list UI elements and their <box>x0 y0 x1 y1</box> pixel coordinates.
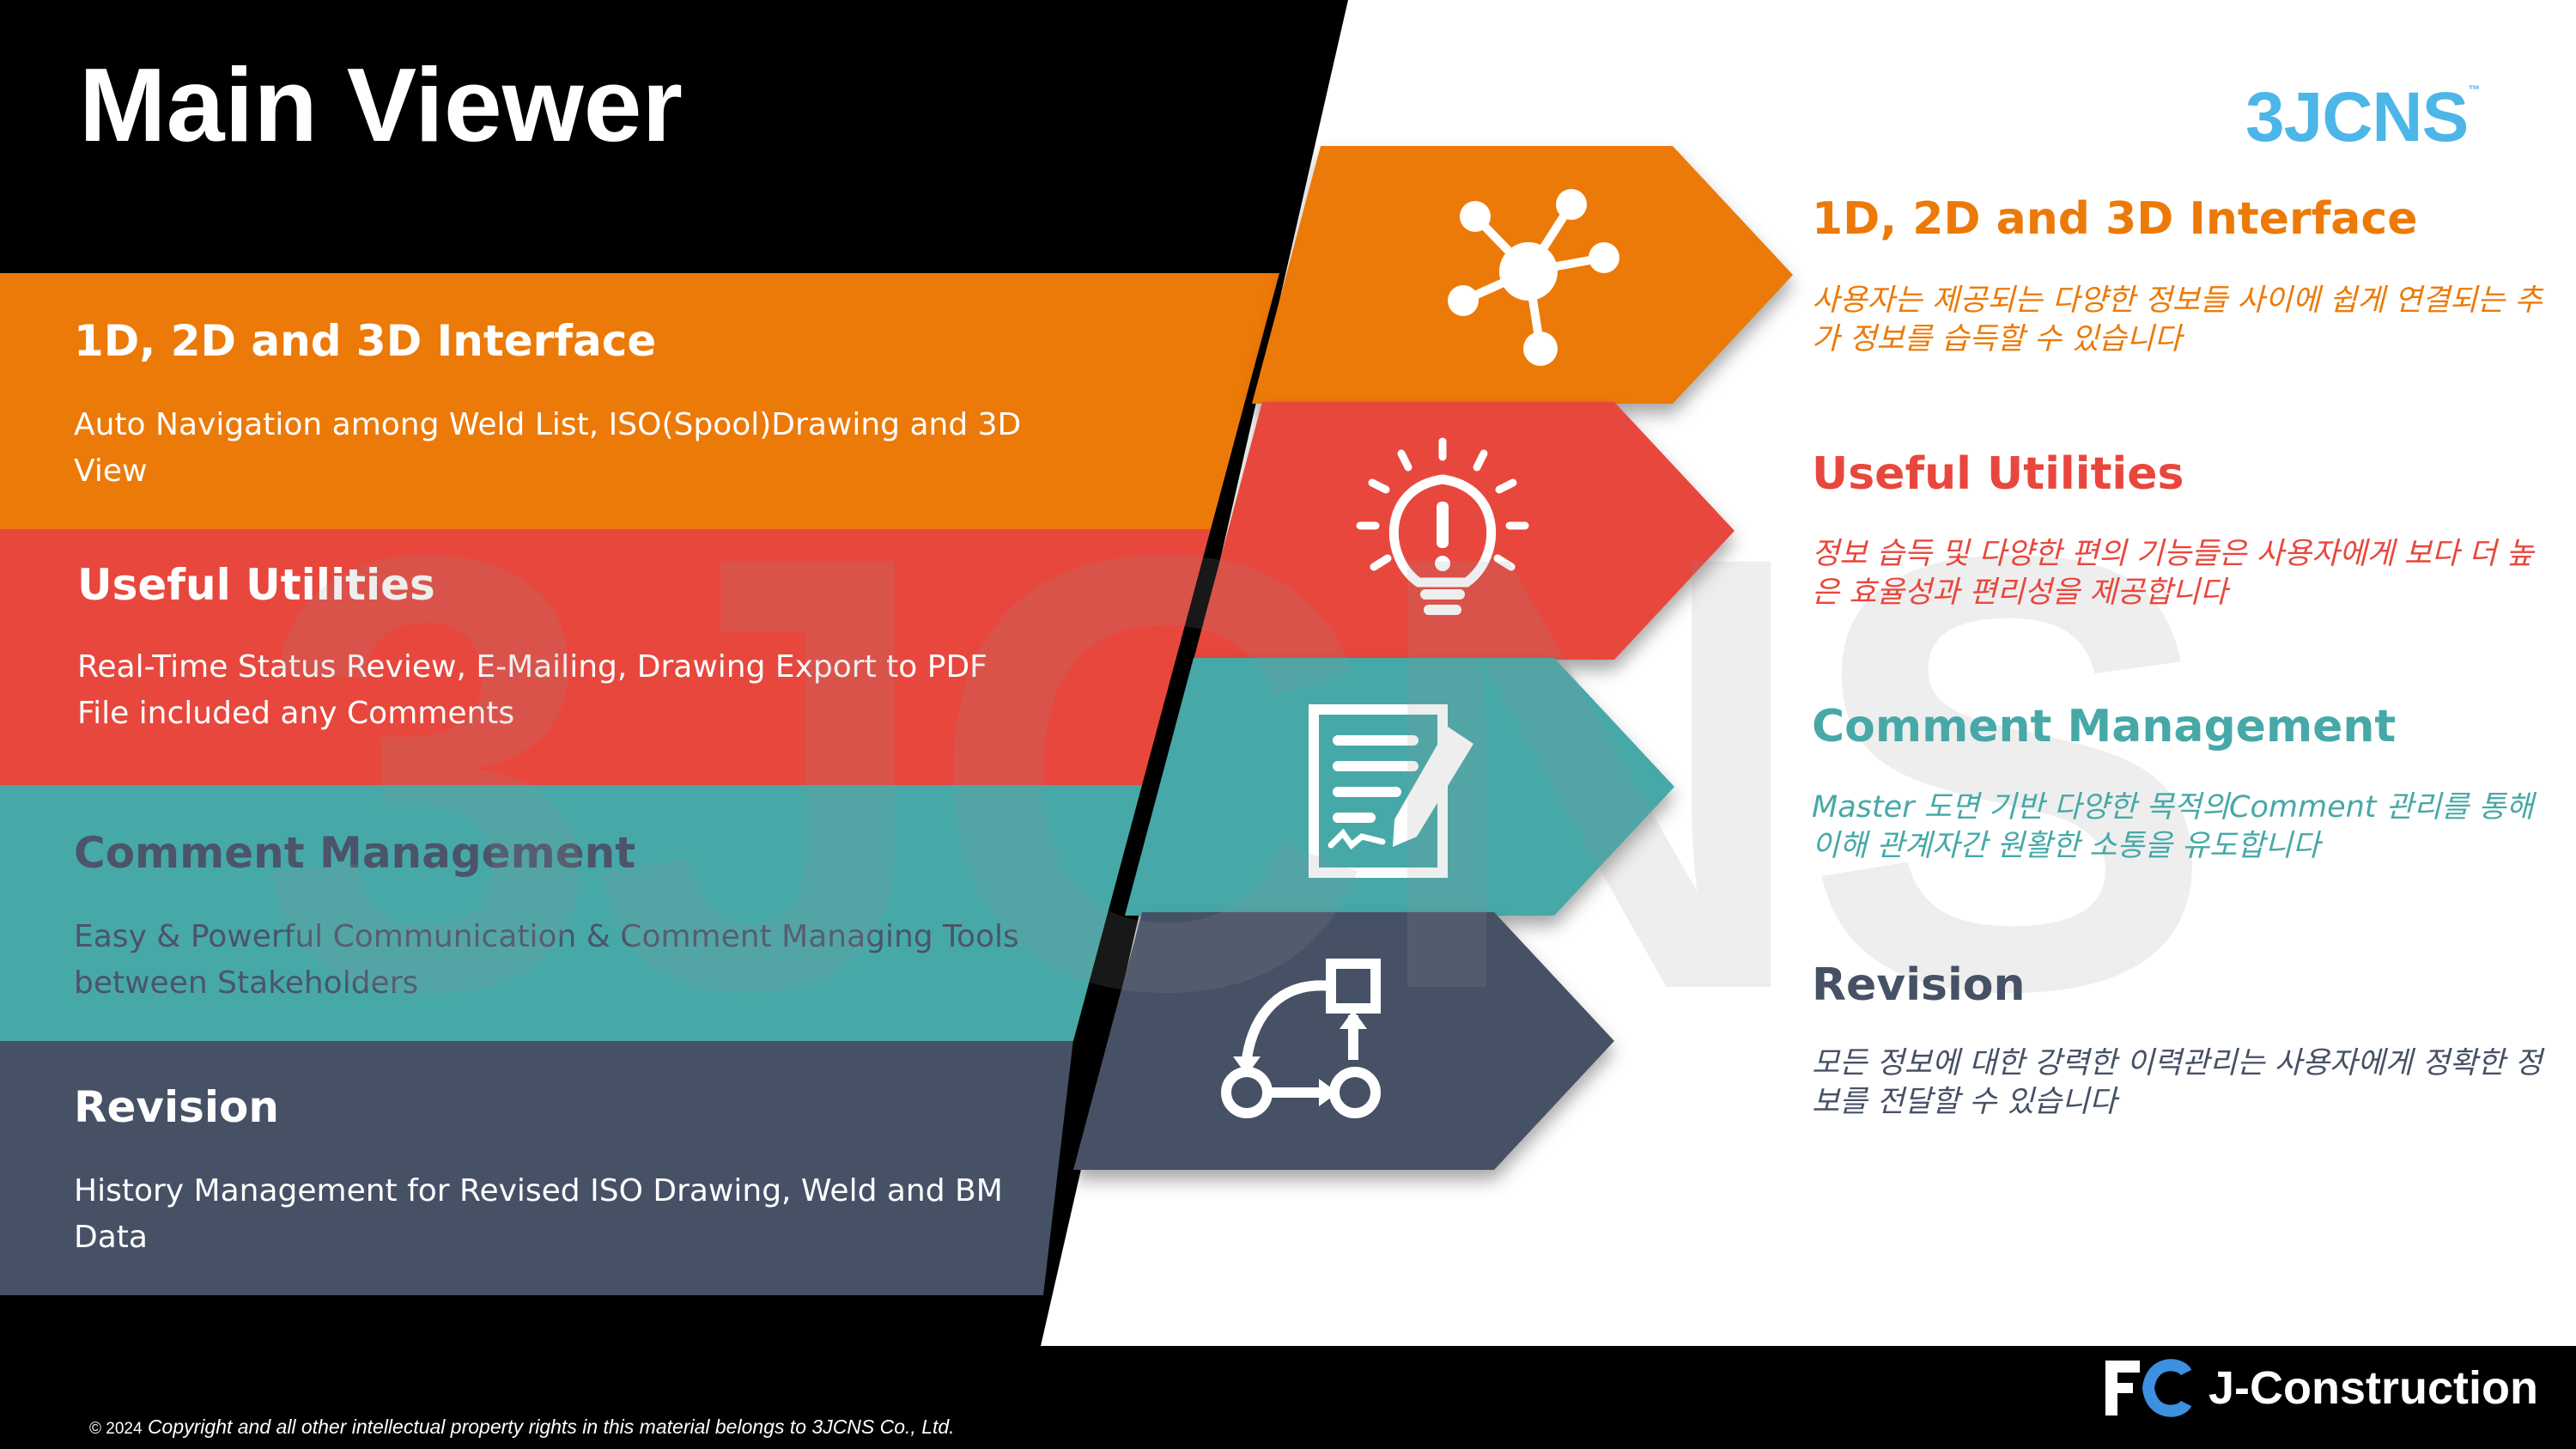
arrow-comment <box>1125 658 1674 916</box>
band-description: History Management for Revised ISO Drawi… <box>74 1173 1003 1255</box>
right-title-comment: Comment Management <box>1812 701 2397 752</box>
arrow-revision <box>1073 912 1614 1170</box>
copyright-year: © 2024 <box>89 1420 143 1438</box>
trademark-mark: ™ <box>2468 82 2480 96</box>
copyright: © 2024 Copyright and all other intellect… <box>89 1416 955 1439</box>
network-icon <box>1448 189 1619 366</box>
document-pen-icon <box>1309 704 1473 878</box>
band-title: 1D, 2D and 3D Interface <box>74 316 657 366</box>
footer-brand: J-Construction <box>2208 1362 2538 1414</box>
band-title: Revision <box>74 1082 279 1132</box>
workflow-icon <box>1221 959 1381 1118</box>
arrow-utilities <box>1194 402 1735 660</box>
fc-logo-icon <box>2105 1359 2191 1417</box>
arrow-interface <box>1252 146 1793 404</box>
feature-band-utilities: Useful Utilities Real-Time Status Review… <box>0 529 1211 785</box>
band-title: Useful Utilities <box>77 560 435 610</box>
brand-logo: 3JCNS™ <box>2245 77 2480 158</box>
right-desc-comment: Master 도면 기반 다양한 목적의Comment 관리를 통해 이해 관계… <box>1812 790 2534 863</box>
lightbulb-icon <box>1356 437 1529 615</box>
feature-band-revision: Revision History Management for Revised … <box>0 1039 1073 1295</box>
brand-logo-text: 3JCNS <box>2245 78 2469 156</box>
right-title-revision: Revision <box>1812 959 2026 1011</box>
feature-band-interface: 1D, 2D and 3D Interface Auto Navigation … <box>0 273 1279 529</box>
feature-band-comment: Comment Management Easy & Powerful Commu… <box>0 785 1142 1041</box>
right-desc-interface: 사용자는 제공되는 다양한 정보들 사이에 쉽게 연결되는 추가 정보를 습득할… <box>1812 283 2543 356</box>
right-title-utilities: Useful Utilities <box>1812 448 2184 500</box>
right-title-interface: 1D, 2D and 3D Interface <box>1812 193 2418 245</box>
band-description: Real-Time Status Review, E-Mailing, Draw… <box>77 649 987 731</box>
band-description: Auto Navigation among Weld List, ISO(Spo… <box>74 407 1022 489</box>
right-desc-revision: 모든 정보에 대한 강력한 이력관리는 사용자에게 정확한 정보를 전달할 수 … <box>1812 1046 2543 1119</box>
watermark: 3JCNS <box>258 427 2216 1118</box>
band-description: Easy & Powerful Communication & Comment … <box>74 919 1019 1001</box>
band-title: Comment Management <box>74 828 636 878</box>
right-desc-utilities: 정보 습득 및 다양한 편의 기능들은 사용자에게 보다 더 높은 효율성과 편… <box>1812 537 2534 610</box>
page-title: Main Viewer <box>79 46 683 163</box>
copyright-text: Copyright and all other intellectual pro… <box>147 1416 955 1438</box>
